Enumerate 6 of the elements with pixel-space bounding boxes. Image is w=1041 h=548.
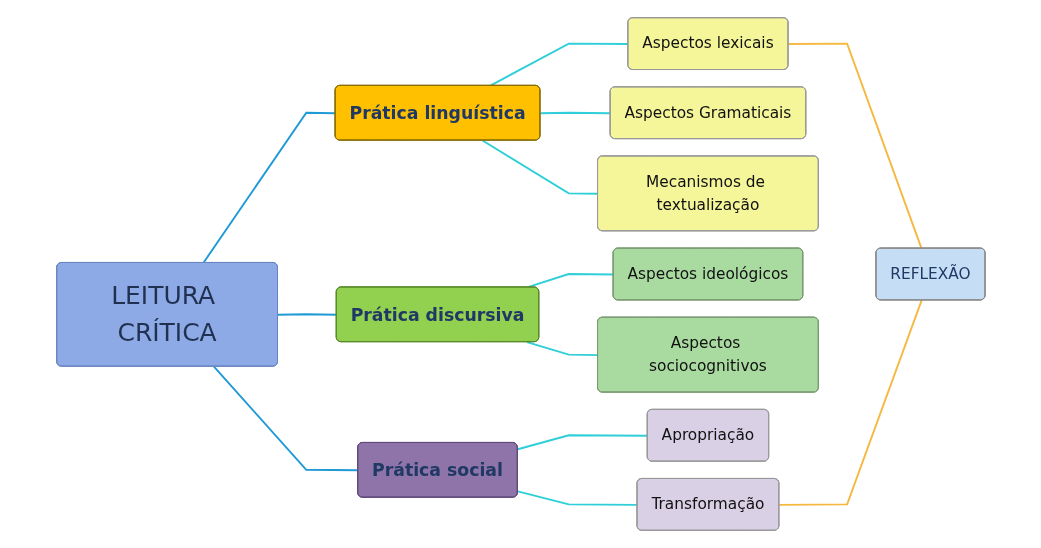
connector bbox=[212, 365, 359, 472]
connector bbox=[787, 42, 923, 250]
connector bbox=[525, 341, 599, 357]
connector bbox=[488, 42, 629, 87]
connector bbox=[481, 139, 599, 195]
connector bbox=[778, 299, 923, 506]
